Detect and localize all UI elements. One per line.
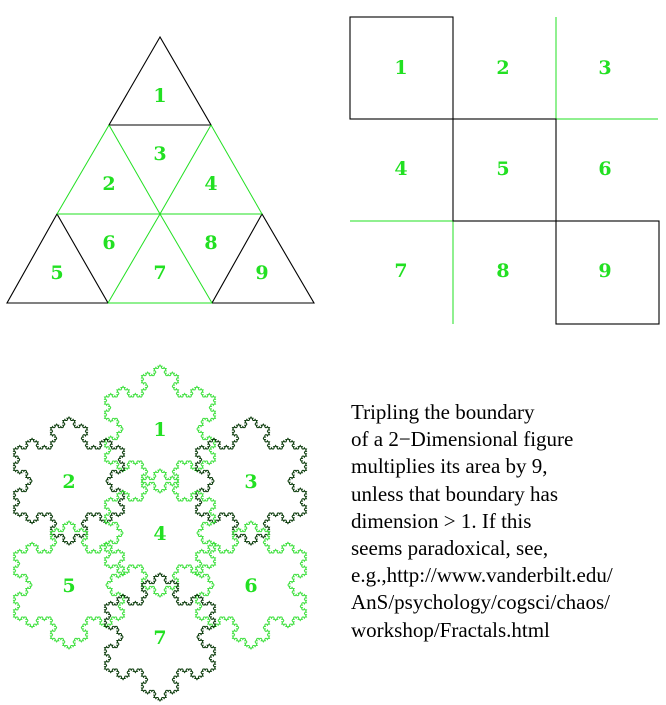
tri-center-left [108,124,161,215]
square-grid-figure: 1 2 3 4 5 6 7 8 9 [349,16,660,325]
tri-center-right [159,124,212,215]
grid-label-9: 9 [598,260,611,282]
caption-line: of a 2−Dimensional figure [351,427,574,452]
grid-label-2: 2 [496,57,509,79]
grid-label-6: 6 [598,158,611,180]
triangle-label-7: 7 [153,262,166,284]
grid-label-3: 3 [598,57,611,79]
triangle-outline-5 [6,212,109,304]
triangle-label-2: 2 [102,173,115,195]
grid-square-outline-9 [555,220,660,325]
triangle-outline-1 [108,35,212,126]
square-grid-black-squares [349,16,660,325]
grid-label-1: 1 [394,57,407,79]
square-grid-labels: 1 2 3 4 5 6 7 8 9 [394,57,611,282]
koch-snowflake-1 [103,363,217,495]
triangle-outline-9 [211,212,315,304]
grid-label-5: 5 [496,158,509,180]
caption-line: dimension > 1. If this [351,508,532,533]
caption-line: AnS/psychology/cogsci/chaos/ [351,590,610,615]
caption-line: workshop/Fractals.html [351,617,550,642]
snowflake-labels: 1 2 3 4 5 6 7 [62,419,257,649]
snowflake-label-6: 6 [244,575,257,597]
snowflake-label-7: 7 [153,627,166,649]
grid-square-outline-1 [349,16,454,120]
triangle-label-9: 9 [255,262,268,284]
triangle-label-4: 4 [204,173,217,195]
triangle-figure: 1 2 3 4 5 6 7 8 9 [6,35,315,304]
koch-snowflake-5 [12,519,126,651]
caption-line: unless that boundary has [351,481,559,506]
snowflake-label-2: 2 [62,471,75,493]
caption-line: Tripling the boundary [351,400,535,424]
caption-line: multiplies its area by 9, [351,454,548,479]
triangle-label-5: 5 [50,262,63,284]
triangle-label-8: 8 [204,232,217,254]
triangle-green-lines [56,124,263,304]
tri-edge-right-upper [210,124,263,215]
snowflake-label-4: 4 [153,523,166,545]
snowflake-label-1: 1 [153,419,166,441]
caption-text: Tripling the boundary of a 2−Dimensional… [351,399,663,644]
triangle-label-1: 1 [153,85,166,107]
caption-line: e.g.,http://www.vanderbilt.edu/ [351,563,613,588]
snowflake-label-5: 5 [62,575,75,597]
grid-square-outline-5 [452,118,557,222]
tri-edge-left-upper [56,124,110,215]
koch-snowflake-6 [194,519,308,651]
snowflake-cluster: 1 2 3 4 5 6 7 [12,363,308,703]
koch-snowflake-4 [103,467,217,599]
grid-label-7: 7 [394,260,407,282]
tri-lower-right-diag [159,213,213,304]
triangle-label-6: 6 [102,232,115,254]
koch-snowflake-2 [12,415,126,547]
snowflake-label-3: 3 [244,471,257,493]
koch-snowflake-3 [194,415,308,547]
tri-lower-left-diag [107,213,161,304]
triangle-labels: 1 2 3 4 5 6 7 8 9 [50,85,268,284]
koch-snowflake-7 [103,571,217,703]
triangle-label-3: 3 [153,143,166,165]
triangle-black-outlines [6,35,315,304]
grid-label-8: 8 [496,260,509,282]
grid-label-4: 4 [394,158,407,180]
caption-line: seems paradoxical, see, [351,536,549,561]
